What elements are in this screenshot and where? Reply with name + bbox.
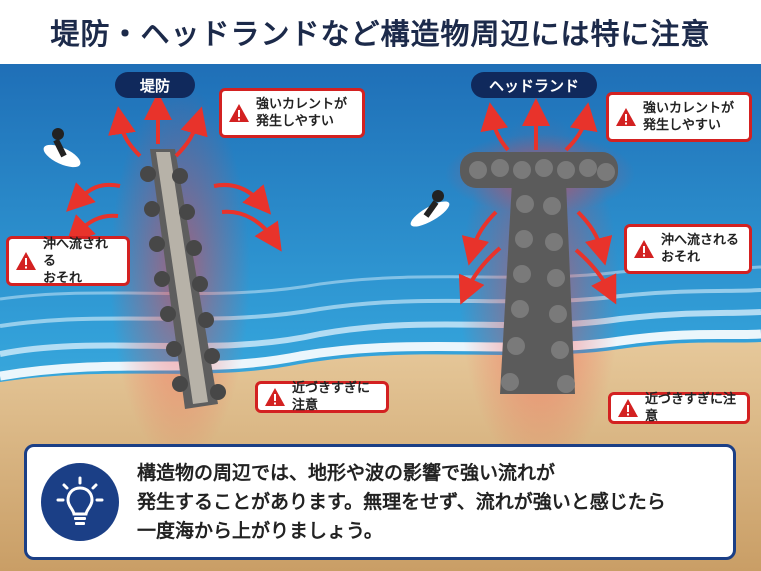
callout-too-close-left-text: 近づきすぎに注意 <box>292 381 371 413</box>
callout-rip-left-line1: 強いカレントが <box>256 97 348 112</box>
callout-rip-right-line1: 強いカレントが <box>643 101 735 116</box>
title-bar: 堤防・ヘッドランドなど構造物周辺には特に注意 <box>0 0 761 64</box>
callout-rip-current-right: 強いカレントが 発生しやすい <box>606 92 752 142</box>
warning-triangle-icon <box>265 388 285 406</box>
label-headland: ヘッドランド <box>471 72 597 98</box>
callout-offshore-right-line1: 沖へ流される <box>661 233 740 248</box>
warning-triangle-icon <box>618 399 638 417</box>
current-arrows-left <box>66 92 282 252</box>
callout-offshore-left-line1: 沖へ流される <box>43 236 109 269</box>
callout-offshore-left-line2: おそれ <box>43 270 83 286</box>
info-line-2: 発生することがあります。無理をせず、流れが強いと感じたら <box>137 490 666 513</box>
warning-triangle-icon <box>16 252 36 270</box>
callout-rip-right-line2: 発生しやすい <box>643 118 721 133</box>
lightbulb-icon <box>56 476 104 525</box>
callout-rip-left-line2: 発生しやすい <box>256 114 334 129</box>
callout-rip-current-left: 強いカレントが 発生しやすい <box>219 88 365 138</box>
lightbulb-badge <box>41 463 119 541</box>
surfer-left <box>43 128 81 168</box>
callout-too-close-left: 近づきすぎに注意 <box>255 381 389 413</box>
warning-triangle-icon <box>634 240 654 258</box>
surfer-right <box>410 190 450 227</box>
info-line-3: 一度海から上がりましょう。 <box>137 519 383 542</box>
warning-triangle-icon <box>616 108 636 126</box>
callout-offshore-right-line2: おそれ <box>661 250 701 265</box>
page-title: 堤防・ヘッドランドなど構造物周辺には特に注意 <box>50 17 711 51</box>
headland <box>460 152 618 394</box>
callout-too-close-right-text: 近づきすぎに注意 <box>645 392 737 424</box>
warning-triangle-icon <box>229 104 249 122</box>
callout-offshore-left: 沖へ流される おそれ <box>6 236 130 286</box>
callout-offshore-right: 沖へ流される おそれ <box>624 224 752 274</box>
info-line-1: 構造物の周辺では、地形や波の影響で強い流れが <box>137 461 556 484</box>
info-box: 構造物の周辺では、地形や波の影響で強い流れが 発生することがあります。無理をせず… <box>24 444 736 560</box>
breakwater <box>140 149 226 409</box>
callout-too-close-right: 近づきすぎに注意 <box>608 392 750 424</box>
current-arrows-right <box>458 98 617 305</box>
label-breakwater: 堤防 <box>115 72 195 98</box>
